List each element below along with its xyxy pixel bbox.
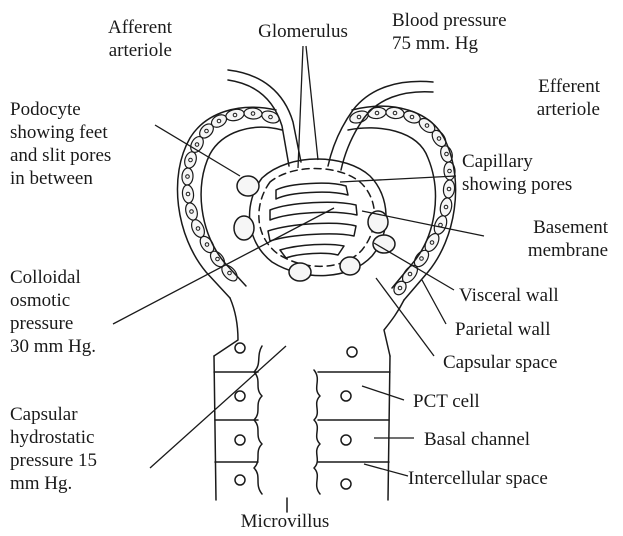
parietal-cell — [443, 179, 456, 198]
pct-right-lumen — [314, 370, 320, 494]
parietal-cell — [182, 168, 194, 186]
parietal-cell — [184, 201, 200, 221]
leader-parietal — [422, 280, 446, 324]
capillary-loop — [268, 223, 356, 241]
label-parietal-wall: Parietal wall — [455, 318, 551, 341]
parietal-cell — [183, 150, 198, 169]
pct-nucleus — [341, 435, 351, 445]
label-intercellular-space: Intercellular space — [408, 467, 548, 490]
label-visceral-wall: Visceral wall — [459, 284, 559, 307]
leader-glomerulus-right — [306, 46, 318, 160]
label-podocyte: Podocyte showing feet and slit pores in … — [10, 98, 111, 190]
pct-nucleus — [235, 475, 245, 485]
efferent-arteriole — [328, 81, 433, 166]
parietal-cell — [439, 197, 454, 217]
leader-pct-cell — [362, 386, 404, 400]
pct-nucleus — [235, 435, 245, 445]
label-basement-membrane: Basement membrane — [470, 216, 608, 262]
parietal-cell — [244, 108, 263, 120]
capillary-loop — [276, 183, 348, 199]
label-capsular-space: Capsular space — [443, 351, 557, 374]
pct-right-wall — [388, 356, 390, 500]
efferent-arteriole-inner — [341, 92, 433, 170]
label-efferent-arteriole: Efferent arteriole — [460, 75, 600, 121]
label-afferent-arteriole: Afferent arteriole — [40, 16, 172, 62]
podocyte-cell — [237, 176, 259, 196]
label-glomerulus: Glomerulus — [228, 20, 378, 43]
parietal-cell — [367, 107, 386, 120]
label-capillary: Capillary showing pores — [462, 150, 572, 196]
leader-intercellular — [364, 464, 408, 476]
pct-nucleus — [235, 391, 245, 401]
podocyte-cell — [289, 263, 311, 281]
leader-hydrostatic — [150, 346, 286, 468]
pct-nucleus — [341, 391, 351, 401]
pct-left-wall — [214, 356, 216, 500]
label-colloidal-osmotic: Colloidal osmotic pressure 30 mm Hg. — [10, 266, 96, 358]
leader-glomerulus-left — [298, 46, 303, 168]
capillary-loop — [280, 244, 344, 258]
pct-neck-right — [384, 300, 404, 356]
parietal-cell — [432, 214, 449, 236]
podocyte-cell — [340, 257, 360, 275]
label-pct-cell: PCT cell — [413, 390, 480, 413]
parietal-cell — [182, 184, 195, 203]
leader-capillary — [340, 176, 456, 182]
afferent-arteriole-inner — [228, 80, 289, 166]
pct-nucleus — [235, 343, 245, 353]
label-microvillus: Microvillus — [200, 510, 370, 533]
podocyte-cell — [234, 216, 254, 240]
pct-nucleus — [341, 479, 351, 489]
label-capsular-hydrostatic: Capsular hydrostatic pressure 15 mm Hg. — [10, 403, 97, 495]
pct-nucleus — [347, 347, 357, 357]
label-blood-pressure: Blood pressure 75 mm. Hg — [392, 9, 507, 55]
leader-podocyte — [155, 125, 240, 176]
parietal-cell — [260, 109, 281, 125]
label-basal-channel: Basal channel — [424, 428, 530, 451]
capillary-loop — [270, 202, 357, 220]
